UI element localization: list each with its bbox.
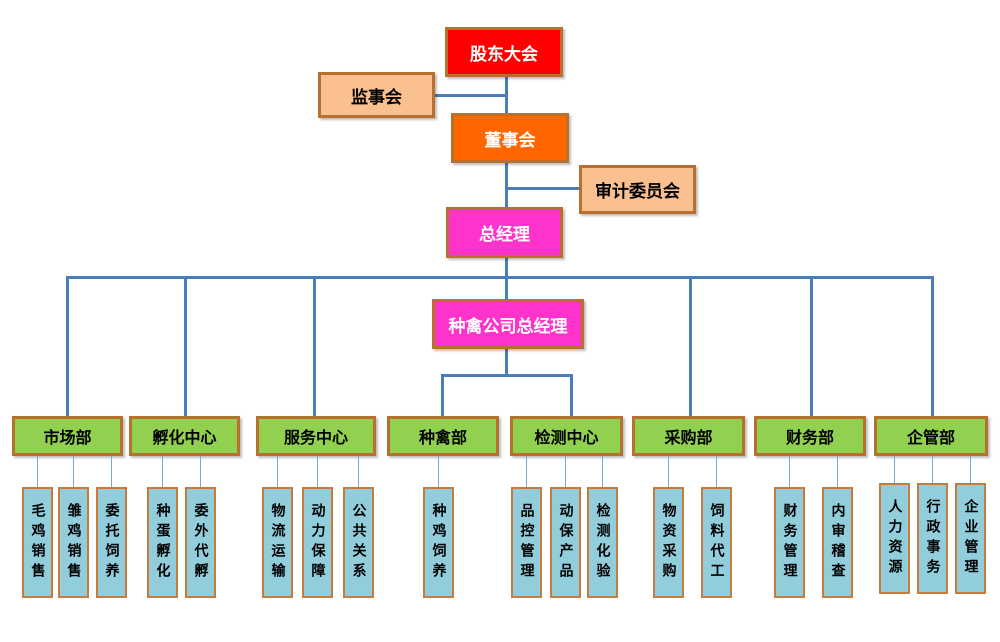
unit-node: 物流运输 xyxy=(262,487,293,598)
unit-node: 种鸡饲养 xyxy=(423,487,454,598)
unit-connector-line xyxy=(358,456,359,487)
department-node: 检测中心 xyxy=(510,416,623,456)
department-node: 财务部 xyxy=(754,416,866,456)
department-drop-line xyxy=(66,277,69,417)
department-node: 服务中心 xyxy=(256,416,376,456)
breeder-company-gm-node: 种禽公司总经理 xyxy=(432,299,584,349)
unit-node: 内审稽查 xyxy=(822,487,853,598)
unit-connector-line xyxy=(602,456,603,487)
unit-connector-line xyxy=(970,456,971,483)
breeder-bus-line xyxy=(441,374,573,377)
unit-connector-line xyxy=(73,456,74,487)
unit-connector-line xyxy=(837,456,838,487)
department-node: 孵化中心 xyxy=(129,416,240,456)
department-node: 采购部 xyxy=(632,416,745,456)
unit-connector-line xyxy=(716,456,717,487)
unit-node: 行政事务 xyxy=(917,483,948,594)
unit-connector-line xyxy=(277,456,278,487)
unit-node: 人力资源 xyxy=(879,483,910,594)
unit-node: 动力保障 xyxy=(302,487,333,598)
unit-connector-line xyxy=(37,456,38,487)
unit-connector-line xyxy=(162,456,163,487)
department-drop-line xyxy=(184,277,187,417)
unit-node: 饲料代工 xyxy=(701,487,732,598)
unit-node: 品控管理 xyxy=(511,487,542,598)
department-bus-line xyxy=(66,276,934,279)
unit-connector-line xyxy=(894,456,895,483)
unit-connector-line xyxy=(111,456,112,487)
unit-connector-line xyxy=(789,456,790,487)
unit-node: 动保产品 xyxy=(550,487,581,598)
breeder-down-line xyxy=(505,348,508,376)
supervisory-board-node: 监事会 xyxy=(318,72,435,118)
unit-node: 公共关系 xyxy=(343,487,374,598)
unit-node: 毛鸡销售 xyxy=(22,487,53,598)
unit-connector-line xyxy=(438,456,439,487)
unit-node: 物资采购 xyxy=(653,487,684,598)
general-manager-node: 总经理 xyxy=(446,207,563,258)
audit-connector xyxy=(507,187,579,190)
unit-connector-line xyxy=(526,456,527,487)
department-node: 企管部 xyxy=(874,416,988,456)
unit-connector-line xyxy=(668,456,669,487)
department-drop-line xyxy=(441,375,444,417)
department-drop-line xyxy=(570,375,573,417)
department-drop-line xyxy=(313,277,316,417)
board-of-directors-node: 董事会 xyxy=(451,113,569,163)
unit-connector-line xyxy=(565,456,566,487)
shareholders-meeting-node: 股东大会 xyxy=(445,27,563,77)
trunk-line xyxy=(505,76,508,300)
unit-node: 财务管理 xyxy=(774,487,805,598)
unit-connector-line xyxy=(317,456,318,487)
unit-node: 种蛋孵化 xyxy=(147,487,178,598)
unit-node: 检测化验 xyxy=(587,487,618,598)
audit-committee-node: 审计委员会 xyxy=(579,165,696,214)
unit-node: 雏鸡销售 xyxy=(58,487,89,598)
unit-node: 委外代孵 xyxy=(185,487,216,598)
unit-node: 委托饲养 xyxy=(96,487,127,598)
department-drop-line xyxy=(689,277,692,417)
unit-connector-line xyxy=(932,456,933,483)
unit-node: 企业管理 xyxy=(955,483,986,594)
department-node: 市场部 xyxy=(12,416,123,456)
department-drop-line xyxy=(810,277,813,417)
department-drop-line xyxy=(931,277,934,417)
supervisors-connector xyxy=(434,94,507,97)
department-node: 种禽部 xyxy=(387,416,499,456)
unit-connector-line xyxy=(200,456,201,487)
